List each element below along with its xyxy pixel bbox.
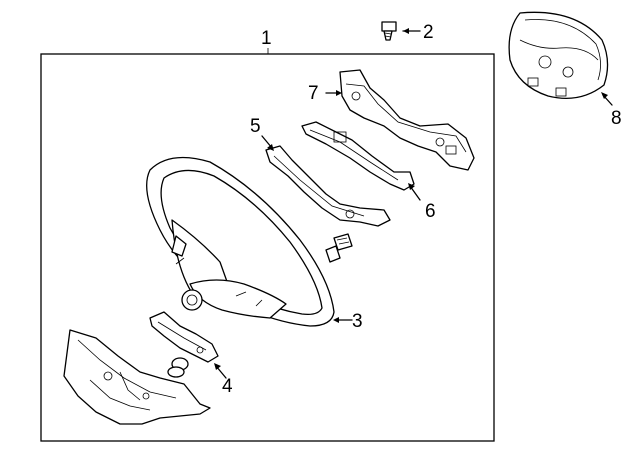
callout-6: 6 xyxy=(425,201,436,222)
callout-4: 4 xyxy=(222,376,233,397)
callout-2: 2 xyxy=(423,22,434,43)
callout-3: 3 xyxy=(352,311,363,332)
arrow-6 xyxy=(408,183,415,190)
arrow-2 xyxy=(403,28,409,34)
part-4-bracket xyxy=(149,311,219,363)
arrow-7 xyxy=(336,90,342,96)
callout-5: 5 xyxy=(250,116,261,137)
grommet xyxy=(167,357,189,378)
screw xyxy=(325,233,353,263)
callout-8: 8 xyxy=(611,108,622,129)
part-8-airbag-module xyxy=(508,11,609,99)
part-2-bolt xyxy=(381,21,397,41)
arrow-8 xyxy=(601,92,608,99)
part-6-harness xyxy=(301,121,415,191)
arrow-4 xyxy=(214,363,221,370)
callout-1: 1 xyxy=(261,28,272,49)
arrow-5 xyxy=(267,144,274,151)
part-3-steering-wheel xyxy=(146,156,335,327)
assembly-frame xyxy=(40,53,495,442)
arrow-3 xyxy=(333,317,339,323)
part-5-bracket xyxy=(265,145,391,227)
part-7-switch-bracket xyxy=(339,69,475,171)
callout-7: 7 xyxy=(308,83,319,104)
lower-cover xyxy=(63,329,211,425)
